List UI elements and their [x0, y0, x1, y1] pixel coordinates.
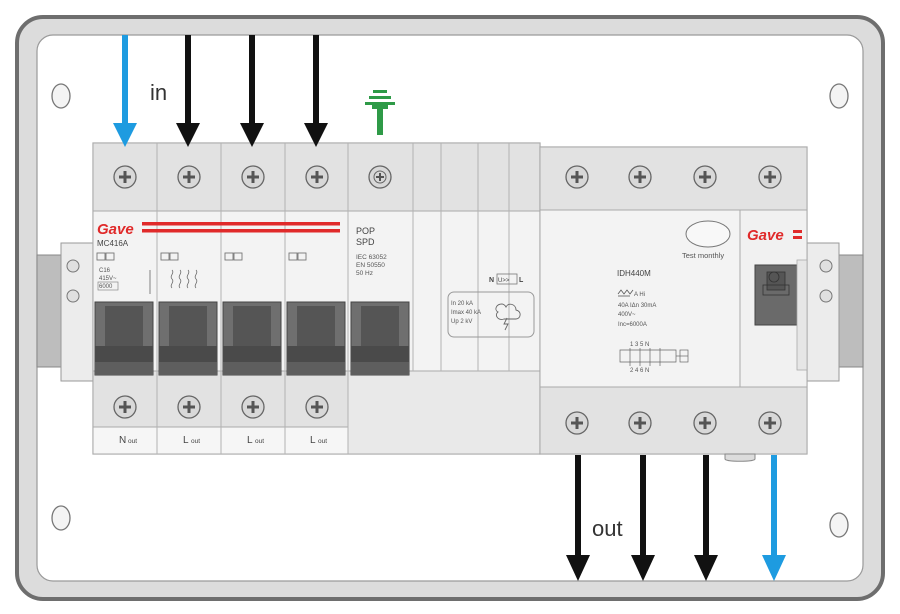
rcd-schematic [619, 348, 689, 366]
rcd-wave-icon [617, 289, 634, 297]
mounting-hole-bottom-right [829, 512, 849, 538]
spd-rating: In 20 kA [451, 301, 473, 307]
spd-terminal-box [496, 273, 518, 285]
mounting-hole-top-right [829, 83, 849, 109]
spd-standard: IEC 63052 [356, 254, 387, 261]
brand-stripe [793, 230, 802, 233]
rcd-top-screws [565, 165, 782, 189]
out-label-n: N [119, 435, 126, 446]
brand-stripe [142, 222, 340, 226]
pole-dividers [156, 143, 510, 454]
input-label: in [150, 80, 167, 105]
out-label-l: L [310, 435, 316, 446]
output-arrows [566, 455, 786, 581]
spd-rating: Imax 40 kA [451, 310, 481, 316]
rcd-side-recess [796, 259, 808, 371]
spd-terminal-n: N [489, 277, 494, 284]
spd-title: SPD [356, 237, 375, 247]
mcb-spec-box [97, 281, 119, 291]
lightning-icon [495, 303, 521, 331]
out-label-l: L [247, 435, 253, 446]
spd-rating-box [447, 291, 535, 338]
rcd-bottom-screws [565, 411, 782, 435]
out-label-l: L [183, 435, 189, 446]
phase-output-arrow [631, 455, 655, 581]
rcd-handle [754, 264, 798, 326]
phase-input-arrow [304, 35, 328, 147]
output-label: out [592, 516, 623, 541]
rcd-spec: A Hi [634, 292, 645, 298]
rcd-test-button [685, 220, 731, 248]
out-label-sub: out [128, 438, 137, 445]
out-label-sub: out [255, 438, 264, 445]
mcb-top-screws [113, 165, 392, 189]
mounting-hole-bottom-left [51, 505, 71, 531]
rcd-spec: 400V~ [618, 312, 636, 318]
phase-input-arrow [240, 35, 264, 147]
rcd-terminals-bottom: 2 4 6 N [630, 368, 649, 374]
rcd-spec: 40A IΔn 30mA [618, 303, 656, 309]
mcb-spec: C16 [99, 268, 111, 274]
clamp-screws [66, 259, 833, 303]
mcb-model: MC416A [97, 239, 129, 248]
out-label-sub: out [191, 438, 200, 445]
brand-stripe [793, 236, 802, 239]
rcd-spec: Inc=6000A [618, 322, 647, 328]
mcb-bottom-screws [113, 395, 329, 419]
rcd-brand-logo: Gave [747, 227, 784, 244]
mcb-spec: 415V~ [99, 276, 117, 282]
indicator-windows [96, 252, 307, 261]
mcb-brand-logo: Gave [97, 221, 134, 238]
phase-input-arrow [176, 35, 200, 147]
spd-title: POP [356, 226, 375, 236]
rcd-test-label: Test monthly [682, 251, 724, 260]
input-arrows [113, 35, 328, 147]
din-rail-left [36, 254, 64, 368]
spd-standard: EN 50550 [356, 262, 385, 269]
spd-lower-body [347, 370, 541, 455]
rcd-model: IDH440M [617, 269, 651, 278]
earth-ground-icon [365, 90, 395, 135]
brand-stripe [142, 229, 340, 233]
out-label-sub: out [318, 438, 327, 445]
mounting-hole-top-left [51, 83, 71, 109]
rcd-clip [724, 453, 756, 462]
din-rail-right [836, 254, 864, 368]
neutral-output-arrow [762, 455, 786, 581]
spd-frequency: 50 Hz [356, 270, 373, 277]
spd-rating: Up 2 kV [451, 319, 472, 325]
phase-output-arrow [566, 455, 590, 581]
rcd-terminals-top: 1 3 5 N [630, 342, 649, 348]
phase-output-arrow [694, 455, 718, 581]
mcb-spec: 6000 [99, 284, 113, 290]
spd-terminal-l: L [519, 277, 524, 284]
neutral-input-arrow [113, 35, 137, 147]
spd-terminal-u: U>> [498, 278, 510, 284]
breaker-handles [94, 301, 410, 376]
mcb-schematic-symbols [149, 269, 198, 294]
